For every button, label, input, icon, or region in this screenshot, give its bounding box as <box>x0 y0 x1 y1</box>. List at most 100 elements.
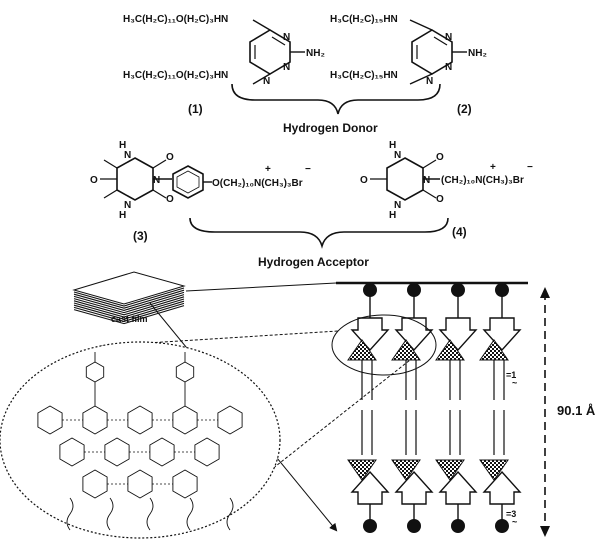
network-ring <box>217 405 243 435</box>
atom-n: N <box>423 175 430 186</box>
atom-h: H <box>119 210 126 221</box>
network-ring <box>127 405 153 435</box>
ring-n: N <box>445 32 452 43</box>
network-ring <box>172 469 198 499</box>
donor-brace <box>231 83 441 115</box>
network-ring <box>37 405 63 435</box>
hydrogen-donor-label: Hydrogen Donor <box>283 121 378 135</box>
barbiturate-ring-4 <box>386 157 424 201</box>
atom-n: N <box>394 200 401 211</box>
dimension-label: 90.1 Å <box>557 403 596 418</box>
ring-n: N <box>426 76 433 87</box>
film-layer <box>73 287 185 307</box>
amine-nh2: NH₂ <box>468 48 487 59</box>
phenyl-ring <box>172 165 204 199</box>
label-compound-3: (3) <box>133 229 148 243</box>
network-ring <box>82 469 108 499</box>
layer-tilde-3: ~ <box>512 517 517 527</box>
ring-n: N <box>445 62 452 73</box>
charge-plus: + <box>490 162 496 173</box>
ring-n: N <box>283 62 290 73</box>
atom-h: H <box>119 140 126 151</box>
donor-triangle <box>435 459 465 481</box>
acceptor-arrow <box>438 317 478 352</box>
film-layer <box>73 296 185 316</box>
compound-1-top-chain: H₃C(H₂C)₁₁O(H₂C)₃HN <box>123 14 228 25</box>
head-group-circle <box>407 283 421 297</box>
atom-h: H <box>389 140 396 151</box>
film-layer <box>73 300 185 320</box>
network-ring <box>149 437 175 467</box>
charge-plus: + <box>265 164 271 175</box>
network-ring <box>104 437 130 467</box>
compound-3-side-chain: O(CH₂)₁₀N(CH₃)₃Br <box>212 178 303 189</box>
hydrogen-acceptor-label: Hydrogen Acceptor <box>258 255 369 269</box>
atom-o: O <box>166 152 174 163</box>
molecular-network-zoom <box>0 341 281 539</box>
triazine-ring-2 <box>409 19 467 85</box>
acceptor-arrow <box>350 470 390 505</box>
compound-4: N H N H O O O N (CH₂)₁₀N(CH₃)₃Br + − (4) <box>360 140 533 239</box>
compound-2-bottom-chain: H₃C(H₂C)₁₅HN <box>330 70 398 81</box>
network-ring <box>127 469 153 499</box>
cast-film-stack <box>72 271 186 325</box>
atom-o: O <box>90 175 98 186</box>
head-group-circle <box>495 519 509 533</box>
acceptor-arrow <box>482 470 522 505</box>
atom-n: N <box>394 150 401 161</box>
ring-n: N <box>263 76 270 87</box>
barbiturate-ring-3 <box>116 157 154 201</box>
ring-n: N <box>283 32 290 43</box>
head-group-circle <box>363 519 377 533</box>
film-layer <box>73 289 185 309</box>
acceptor-brace <box>189 217 449 249</box>
highlight-ellipse <box>331 314 437 376</box>
film-layer <box>73 302 185 322</box>
head-group-circle <box>407 519 421 533</box>
atom-o: O <box>436 194 444 205</box>
compound-1-bottom-chain: H₃C(H₂C)₁₁O(H₂C)₃HN <box>123 70 228 81</box>
label-compound-1: (1) <box>188 102 203 116</box>
charge-minus: − <box>305 164 311 175</box>
donor-triangle <box>347 459 377 481</box>
label-compound-4: (4) <box>452 225 467 239</box>
layer-tilde-1: ~ <box>512 378 517 388</box>
film-layer <box>73 291 185 311</box>
atom-o: O <box>436 152 444 163</box>
donor-triangle <box>391 459 421 481</box>
layer-label-1: =1 <box>506 370 516 380</box>
charge-minus: − <box>527 162 533 173</box>
cast-film-label: cast film <box>111 314 148 324</box>
connector-line <box>185 282 337 292</box>
alkyl-chain <box>66 497 74 531</box>
alkyl-chain <box>106 497 114 531</box>
atom-o: O <box>360 175 368 186</box>
film-layer <box>73 305 185 325</box>
compound-2: H₃C(H₂C)₁₅HN H₃C(H₂C)₁₅HN N N N NH₂ (2) <box>330 14 487 116</box>
head-group-circle <box>363 283 377 297</box>
acceptor-arrow <box>438 470 478 505</box>
network-ring <box>194 437 220 467</box>
compound-3: N H N H O O O N O(CH₂)₁₀N(CH₃)₃Br + − (3… <box>90 140 311 243</box>
label-compound-2: (2) <box>457 102 472 116</box>
network-ring <box>59 437 85 467</box>
head-group-circle <box>495 283 509 297</box>
atom-o: O <box>166 194 174 205</box>
network-ring <box>82 405 108 435</box>
head-group-circle <box>451 283 465 297</box>
alkyl-chain <box>186 497 194 531</box>
acceptor-arrow <box>394 317 434 352</box>
layer-label-3: =3 <box>506 509 516 519</box>
acceptor-arrow <box>394 470 434 505</box>
film-layer <box>73 294 185 314</box>
compound-2-top-chain: H₃C(H₂C)₁₅HN <box>330 14 398 25</box>
atom-h: H <box>389 210 396 221</box>
triazine-ring-1 <box>249 19 305 85</box>
amine-nh2: NH₂ <box>306 48 325 59</box>
compound-4-side-chain: (CH₂)₁₀N(CH₃)₃Br <box>441 175 524 186</box>
head-group-circle <box>451 519 465 533</box>
network-ring <box>172 405 198 435</box>
atom-n: N <box>153 175 160 186</box>
acceptor-arrow <box>482 317 522 352</box>
acceptor-arrow <box>350 317 390 352</box>
